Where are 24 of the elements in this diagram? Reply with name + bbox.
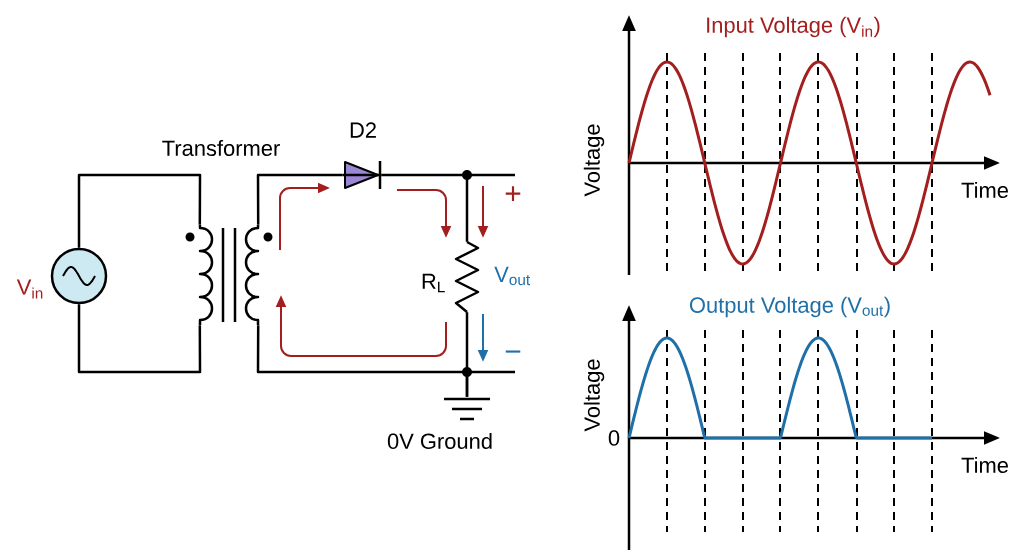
transformer-label: Transformer — [162, 139, 280, 157]
wire — [465, 312, 469, 397]
component-label: R$_{L}$ — [422, 273, 445, 293]
polarity-sign: + — [505, 186, 521, 201]
component-label: 0V Ground — [387, 432, 492, 450]
axis-label: Time — [961, 181, 1008, 199]
chart-title: Output Voltage (V$_{out}$) — [689, 296, 890, 318]
wire — [381, 173, 469, 242]
component-label: V$_{in}$ — [16, 279, 43, 299]
transformer-symbol — [185, 225, 273, 325]
ac-source-symbol — [50, 247, 108, 305]
wire — [77, 304, 202, 374]
component-label: D2 — [350, 122, 376, 138]
diode-symbol — [343, 161, 382, 189]
wire — [77, 173, 202, 248]
polarity-sign: − — [505, 350, 521, 353]
chart-title: Input Voltage (V$_{in}$) — [707, 16, 880, 38]
resistor-symbol — [454, 240, 480, 313]
ground-symbol — [444, 397, 490, 421]
axis-label: Voltage — [583, 124, 605, 197]
axis-label: Voltage — [583, 359, 605, 432]
axis-tick-label: 0 — [608, 430, 620, 446]
wire — [256, 173, 343, 225]
axis-label: Time — [961, 456, 1008, 474]
